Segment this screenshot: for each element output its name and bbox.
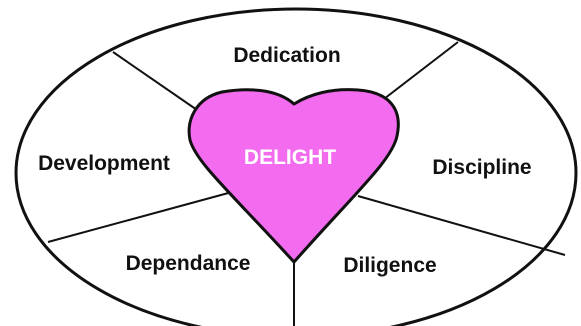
segment-label-dependance: Dependance <box>126 252 251 275</box>
divider-line <box>379 41 459 103</box>
divider-line <box>47 191 233 243</box>
center-label-delight: DELIGHT <box>244 146 336 169</box>
segment-label-development: Development <box>38 152 170 175</box>
segment-label-dedication: Dedication <box>233 44 340 67</box>
heart-shape <box>187 88 400 264</box>
divider-line <box>357 195 566 256</box>
segment-label-diligence: Diligence <box>343 254 436 277</box>
segment-label-discipline: Discipline <box>432 156 531 179</box>
divider-line <box>112 51 201 113</box>
